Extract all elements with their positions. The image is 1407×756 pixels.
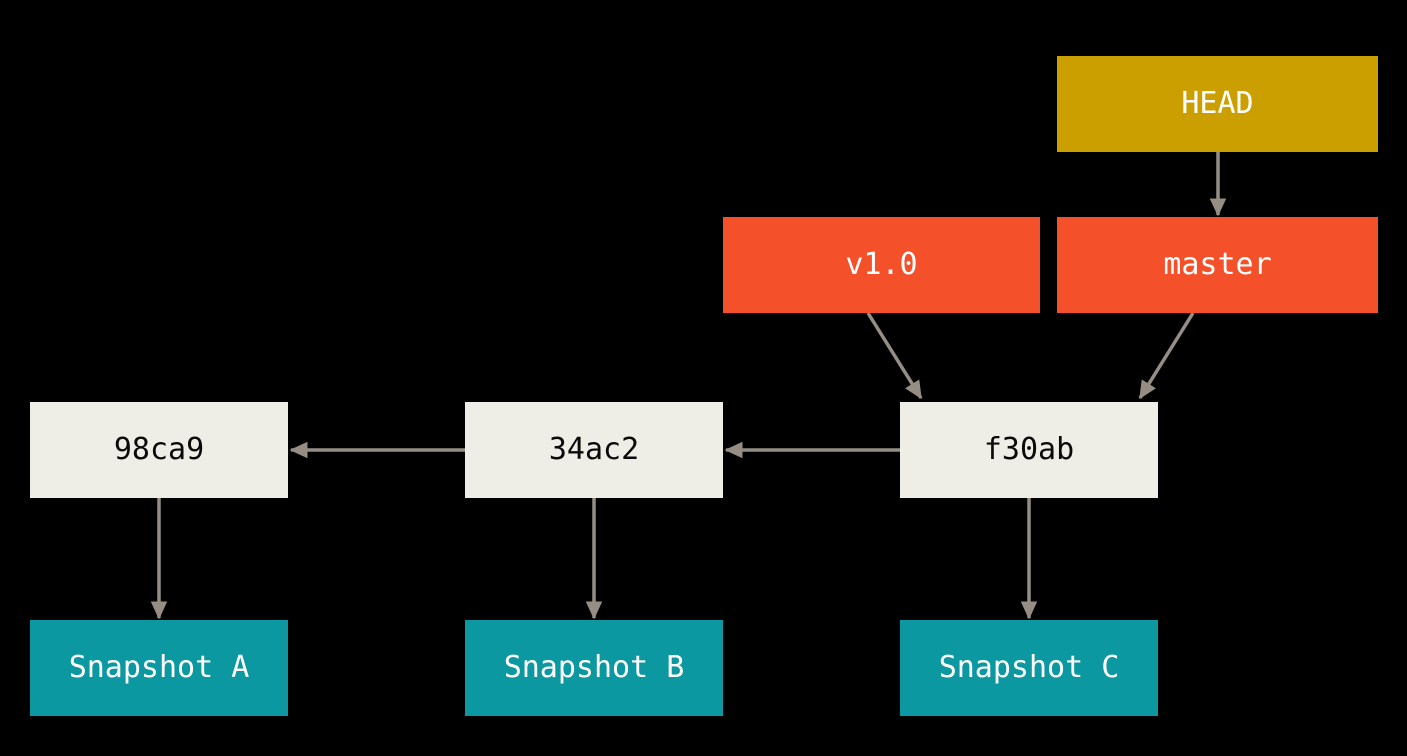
node-tag-v1-0[interactable]: v1.0	[723, 217, 1040, 313]
node-tag-label: v1.0	[845, 247, 918, 282]
edge-master-to-f30ab	[1138, 312, 1195, 400]
node-head-label: HEAD	[1181, 86, 1254, 121]
node-branch-master[interactable]: master	[1057, 217, 1378, 313]
node-branch-label: master	[1163, 247, 1272, 282]
node-snapshot-label: Snapshot A	[68, 650, 250, 685]
node-snapshot-a[interactable]: Snapshot A	[30, 620, 288, 716]
node-snapshot-label: Snapshot B	[503, 650, 685, 685]
edge-tag-to-f30ab	[866, 312, 923, 400]
node-snapshot-b[interactable]: Snapshot B	[465, 620, 723, 716]
node-commit-label: f30ab	[983, 432, 1075, 467]
node-commit-label: 98ca9	[113, 432, 205, 467]
node-commit-98ca9[interactable]: 98ca9	[30, 402, 288, 498]
node-snapshot-label: Snapshot C	[938, 650, 1120, 685]
node-commit-label: 34ac2	[548, 432, 640, 467]
node-head[interactable]: HEAD	[1057, 56, 1378, 152]
node-commit-34ac2[interactable]: 34ac2	[465, 402, 723, 498]
node-commit-f30ab[interactable]: f30ab	[900, 402, 1158, 498]
node-snapshot-c[interactable]: Snapshot C	[900, 620, 1158, 716]
